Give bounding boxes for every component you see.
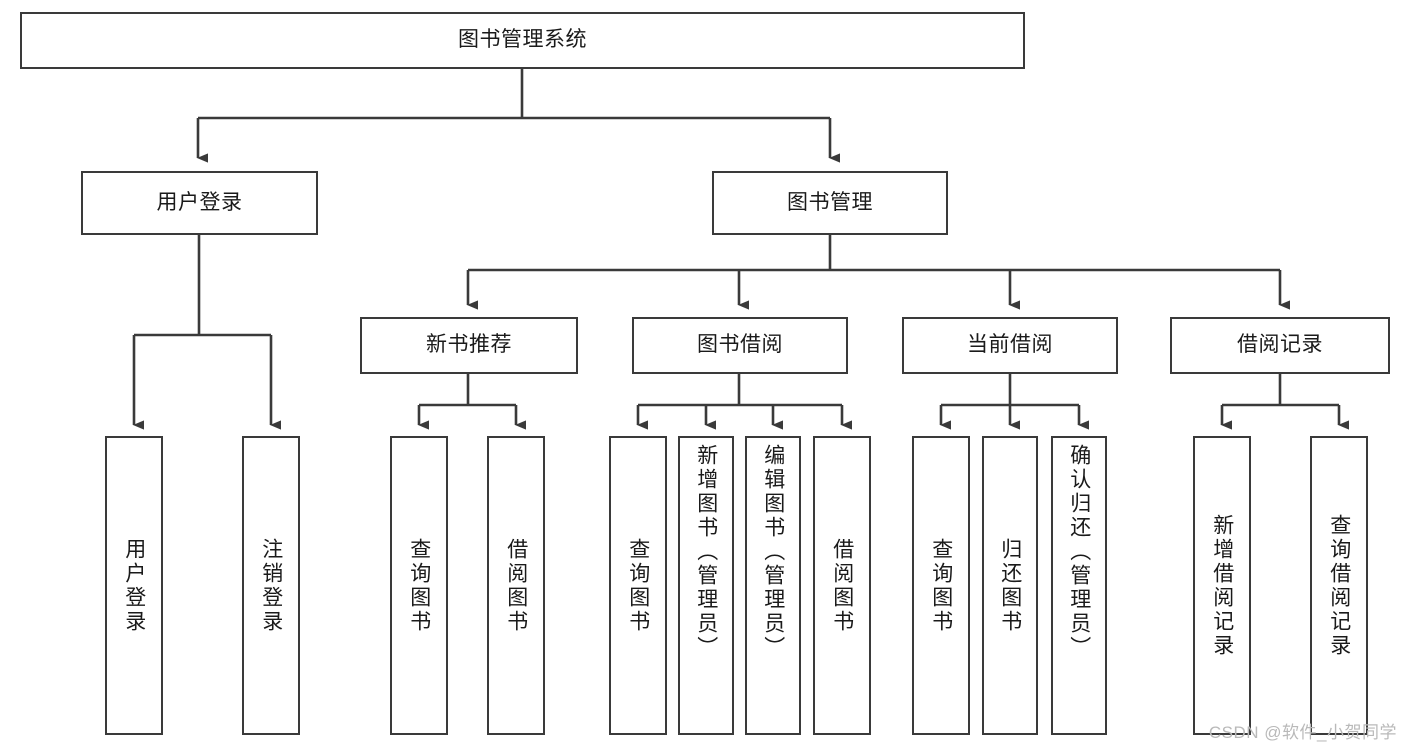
node-label: 当前借阅: [967, 333, 1053, 357]
node-label: 借阅图书: [504, 537, 528, 634]
node-borrow-record[interactable]: 借阅记录: [1170, 317, 1390, 374]
node-label: 借阅图书: [830, 537, 854, 634]
leaf-book-borrow-query-book[interactable]: 查询图书: [609, 436, 667, 735]
node-book-management[interactable]: 图书管理: [712, 171, 948, 235]
node-label: 查询图书: [929, 537, 953, 634]
node-label: 用户登录: [122, 537, 146, 634]
leaf-borrow-record-add-record[interactable]: 新增借阅记录: [1193, 436, 1251, 735]
node-label: 新增图书（管理员）: [694, 444, 718, 660]
leaf-current-borrow-query-book[interactable]: 查询图书: [912, 436, 970, 735]
leaf-book-borrow-borrow-book[interactable]: 借阅图书: [813, 436, 871, 735]
node-label: 新增借阅记录: [1210, 513, 1234, 658]
leaf-current-borrow-confirm-return-admin[interactable]: 确认归还（管理员）: [1051, 436, 1107, 735]
node-new-book-recommend[interactable]: 新书推荐: [360, 317, 578, 374]
node-label: 查询图书: [407, 537, 431, 634]
leaf-book-borrow-add-book-admin[interactable]: 新增图书（管理员）: [678, 436, 734, 735]
node-root-book-management-system[interactable]: 图书管理系统: [20, 12, 1025, 69]
node-label: 注销登录: [259, 537, 283, 634]
leaf-user-login-logout[interactable]: 注销登录: [242, 436, 300, 735]
leaf-user-login-login[interactable]: 用户登录: [105, 436, 163, 735]
node-label: 查询借阅记录: [1327, 513, 1351, 658]
node-label: 用户登录: [156, 190, 243, 214]
leaf-current-borrow-return-book[interactable]: 归还图书: [982, 436, 1038, 735]
node-label: 借阅记录: [1237, 333, 1323, 357]
node-label: 编辑图书（管理员）: [761, 444, 785, 660]
node-label: 确认归还（管理员）: [1067, 444, 1091, 660]
leaf-new-book-borrow-book[interactable]: 借阅图书: [487, 436, 545, 735]
node-user-login[interactable]: 用户登录: [81, 171, 318, 235]
node-book-borrow[interactable]: 图书借阅: [632, 317, 848, 374]
node-current-borrow[interactable]: 当前借阅: [902, 317, 1118, 374]
leaf-borrow-record-query-record[interactable]: 查询借阅记录: [1310, 436, 1368, 735]
leaf-new-book-query-book[interactable]: 查询图书: [390, 436, 448, 735]
node-label: 图书管理系统: [458, 28, 587, 52]
node-label: 归还图书: [998, 537, 1022, 634]
node-label: 图书管理: [787, 190, 873, 214]
node-label: 新书推荐: [426, 333, 512, 357]
node-label: 查询图书: [626, 537, 650, 634]
node-label: 图书借阅: [697, 333, 783, 357]
leaf-book-borrow-edit-book-admin[interactable]: 编辑图书（管理员）: [745, 436, 801, 735]
